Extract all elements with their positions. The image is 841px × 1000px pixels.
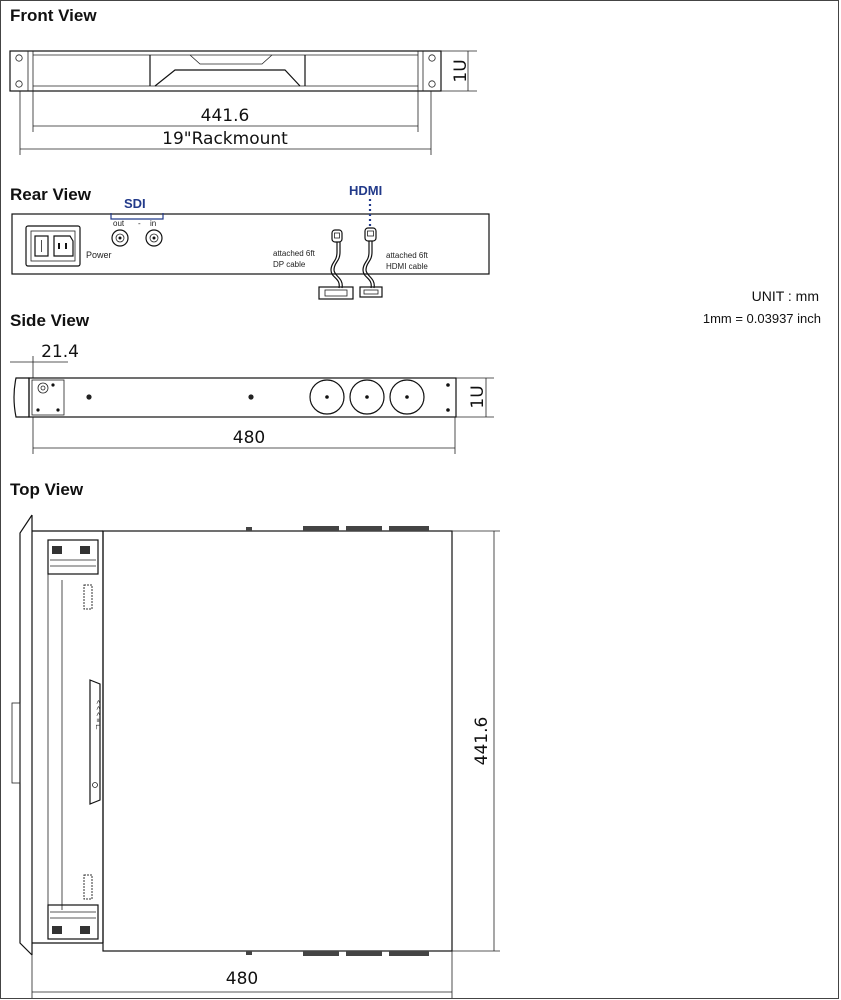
power-label: Power [86,250,112,260]
side-depth-dimension: 480 [32,417,456,454]
sdi-label: SDI [124,196,146,211]
sdi-in-connector-icon [145,229,163,247]
top-chassis-body [102,526,453,956]
front-rack-dimension: 19"Rackmount [19,91,432,155]
rear-panel-outline [11,213,490,275]
rear-view: Rear View Power SDI out - in [10,183,490,300]
dp-cable-label-1: attached 6ft [273,249,316,258]
hdmi-cable-label-1: attached 6ft [386,251,429,260]
front-height-dimension: 1U [441,50,477,92]
front-view: Front View 1U [9,6,477,155]
hdmi-label: HDMI [349,183,382,198]
screw-icon [248,394,254,400]
side-handle [13,377,30,418]
control-arrow-icon: < < < ≡ ⊏ [94,700,101,730]
fan-icon [349,379,385,415]
vent-icon [346,951,382,956]
units-note: UNIT : mm 1mm = 0.03937 inch [703,288,821,326]
top-control-strip: < < < ≡ ⊏ [89,679,101,805]
vent-icon [389,951,429,956]
sdi-dash-label: - [138,219,141,228]
top-width-label: 441.6 [472,717,492,766]
power-switch-icon [34,235,49,257]
top-depth-label: 480 [226,969,258,989]
vent-icon [303,951,339,956]
dp-connector-icon [318,286,354,300]
vent-icon [346,526,382,531]
hdmi-group: HDMI [349,183,382,226]
top-body-outline [102,530,453,952]
side-view: Side View 21.4 [10,311,494,454]
front-panel-outline [9,50,442,92]
side-body-outline [28,377,457,418]
sdi-out-label: out [113,219,125,228]
hdmi-cable: attached 6ft HDMI cable [359,227,429,298]
side-height-dimension: 1U [456,377,494,418]
front-height-label: 1U [451,59,471,82]
front-view-title: Front View [10,6,97,25]
power-inlet: Power [25,225,112,267]
mount-hole-icon [15,80,23,88]
sdi-in-label: in [150,219,156,228]
front-rack-label: 19"Rackmount [162,129,288,149]
fan-icon [309,379,345,415]
mount-hole-icon [428,80,436,88]
top-rail-bracket [47,539,99,610]
front-width-label: 441.6 [201,106,250,126]
side-depth-label: 480 [233,428,265,448]
mount-hole-icon [428,54,436,62]
power-socket-icon [53,235,74,257]
top-view-title: Top View [10,480,84,499]
mount-hole-icon [15,54,23,62]
dp-cable: attached 6ft DP cable [273,229,354,300]
fan-icon [389,379,425,415]
unit-conversion-label: 1mm = 0.03937 inch [703,311,821,326]
dp-cable-label-2: DP cable [273,260,306,269]
unit-label: UNIT : mm [752,288,819,304]
front-width-dimension: 441.6 [32,91,419,132]
front-chassis [9,50,442,92]
side-height-label: 1U [468,385,488,408]
screw-icon [86,394,92,400]
side-view-title: Side View [10,311,90,330]
top-view: Top View [10,480,500,998]
hdmi-connector-icon [359,286,383,298]
top-width-dimension: 441.6 [452,530,500,952]
dp-plug-icon [331,229,343,243]
hdmi-plug-icon [364,227,377,242]
side-front-depth-label: 21.4 [41,342,79,362]
vent-icon [303,526,339,531]
front-handle [154,69,301,87]
bottom-rail-bracket [47,874,99,940]
vent-icon [389,526,429,531]
sdi-group: SDI out - in [110,196,164,247]
sdi-out-connector-icon [111,229,129,247]
rear-view-title: Rear View [10,185,92,204]
top-depth-dimension: 480 [31,951,453,998]
hdmi-cable-label-2: HDMI cable [386,262,428,271]
side-front-dimension: 21.4 [10,342,79,378]
side-chassis [13,377,457,418]
top-front-bezel [11,514,104,956]
